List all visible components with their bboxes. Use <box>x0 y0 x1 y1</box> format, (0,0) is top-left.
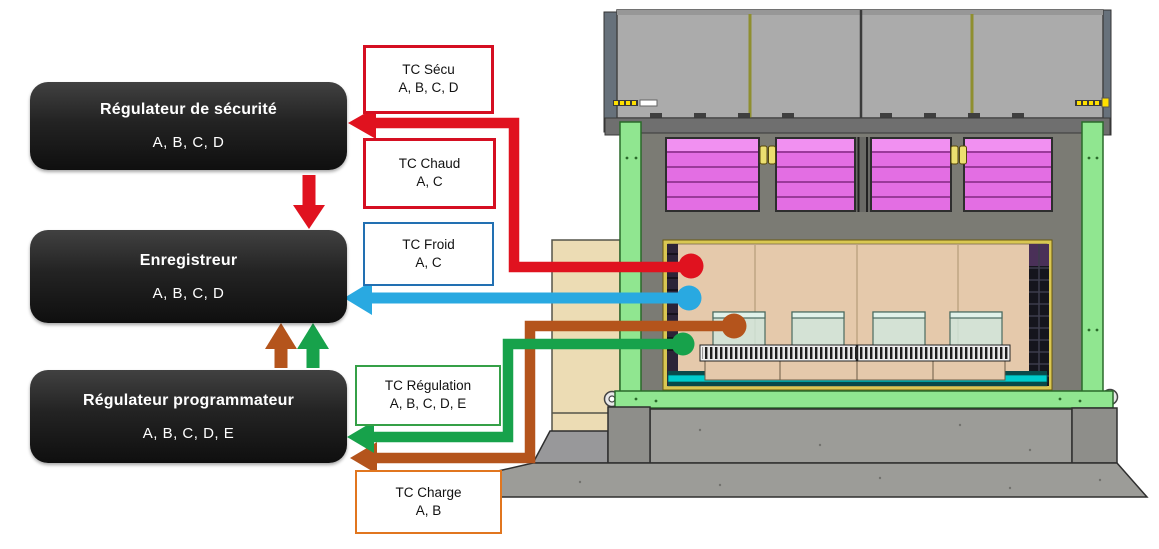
grate-platform <box>699 344 1011 362</box>
hood-hinge-left <box>613 99 658 107</box>
louver-panel <box>963 137 1053 212</box>
controller-title: Régulateur programmateur <box>82 391 295 409</box>
tc-channels: A, C <box>415 254 442 270</box>
furnace-hood <box>603 9 1112 136</box>
blue-probe-dot <box>676 285 702 311</box>
controller-channels: A, B, C, D, E <box>142 424 235 442</box>
tc-label-chaud: TC Chaud A, C <box>363 138 496 209</box>
tc-title: TC Froid <box>402 236 455 252</box>
concrete-base <box>497 406 1149 498</box>
tc-title: TC Charge <box>395 484 462 500</box>
green-probe-dot <box>671 332 695 356</box>
programmer-to-recorder-green-arrow <box>297 323 329 368</box>
controller-title: Régulateur de sécurité <box>100 101 277 118</box>
tc-label-secu: TC Sécu A, B, C, D <box>363 45 494 114</box>
furnace-chamber <box>662 239 1053 391</box>
tc-channels: A, B, C, D <box>398 80 459 95</box>
louver-panel <box>775 137 856 212</box>
green-signal-line <box>372 338 682 443</box>
tc-channels: A, B <box>415 502 442 518</box>
base-rail <box>603 388 1119 409</box>
louver-panels <box>665 137 1053 212</box>
green-arrowhead <box>347 421 374 453</box>
programmer-to-recorder-brown-arrow <box>265 323 297 368</box>
tc-label-froid: TC Froid A, C <box>363 222 494 286</box>
red-probe-dot <box>678 253 704 279</box>
tc-channels: A, C <box>416 174 443 189</box>
blue-arrowhead <box>344 281 372 315</box>
hood-hinge-right <box>1075 97 1110 108</box>
controller-channels: A, B, C, D <box>152 134 225 151</box>
red-arrowhead <box>348 107 376 139</box>
tc-title: TC Sécu <box>402 62 455 78</box>
heater-grid-right <box>1029 244 1049 386</box>
tc-title: TC Chaud <box>398 156 461 172</box>
louver-panel <box>870 137 952 212</box>
brown-probe-dot <box>721 313 747 339</box>
red-signal-line <box>374 117 690 273</box>
controller-box-securite: Régulateur de sécurité A, B, C, D <box>30 82 347 170</box>
brown-signal-line <box>375 320 733 464</box>
controller-box-programmateur: Régulateur programmateur A, B, C, D, E <box>30 370 347 463</box>
hood-clips <box>650 113 1024 118</box>
louver-panel <box>665 137 760 212</box>
tc-channels: A, B, C, D, E <box>389 396 467 411</box>
louver-handles <box>759 145 967 165</box>
safety-to-recorder-arrow <box>293 175 325 229</box>
tc-label-regulation: TC Régulation A, B, C, D, E <box>355 365 501 426</box>
controller-channels: A, B, C, D <box>152 284 225 302</box>
tc-label-charge: TC Charge A, B <box>355 470 502 534</box>
tc-title: TC Régulation <box>384 378 472 394</box>
signal-connectors <box>265 107 747 474</box>
controller-title: Enregistreur <box>139 251 238 269</box>
controller-box-enregistreur: Enregistreur A, B, C, D <box>30 230 347 323</box>
load-support <box>704 359 1006 381</box>
